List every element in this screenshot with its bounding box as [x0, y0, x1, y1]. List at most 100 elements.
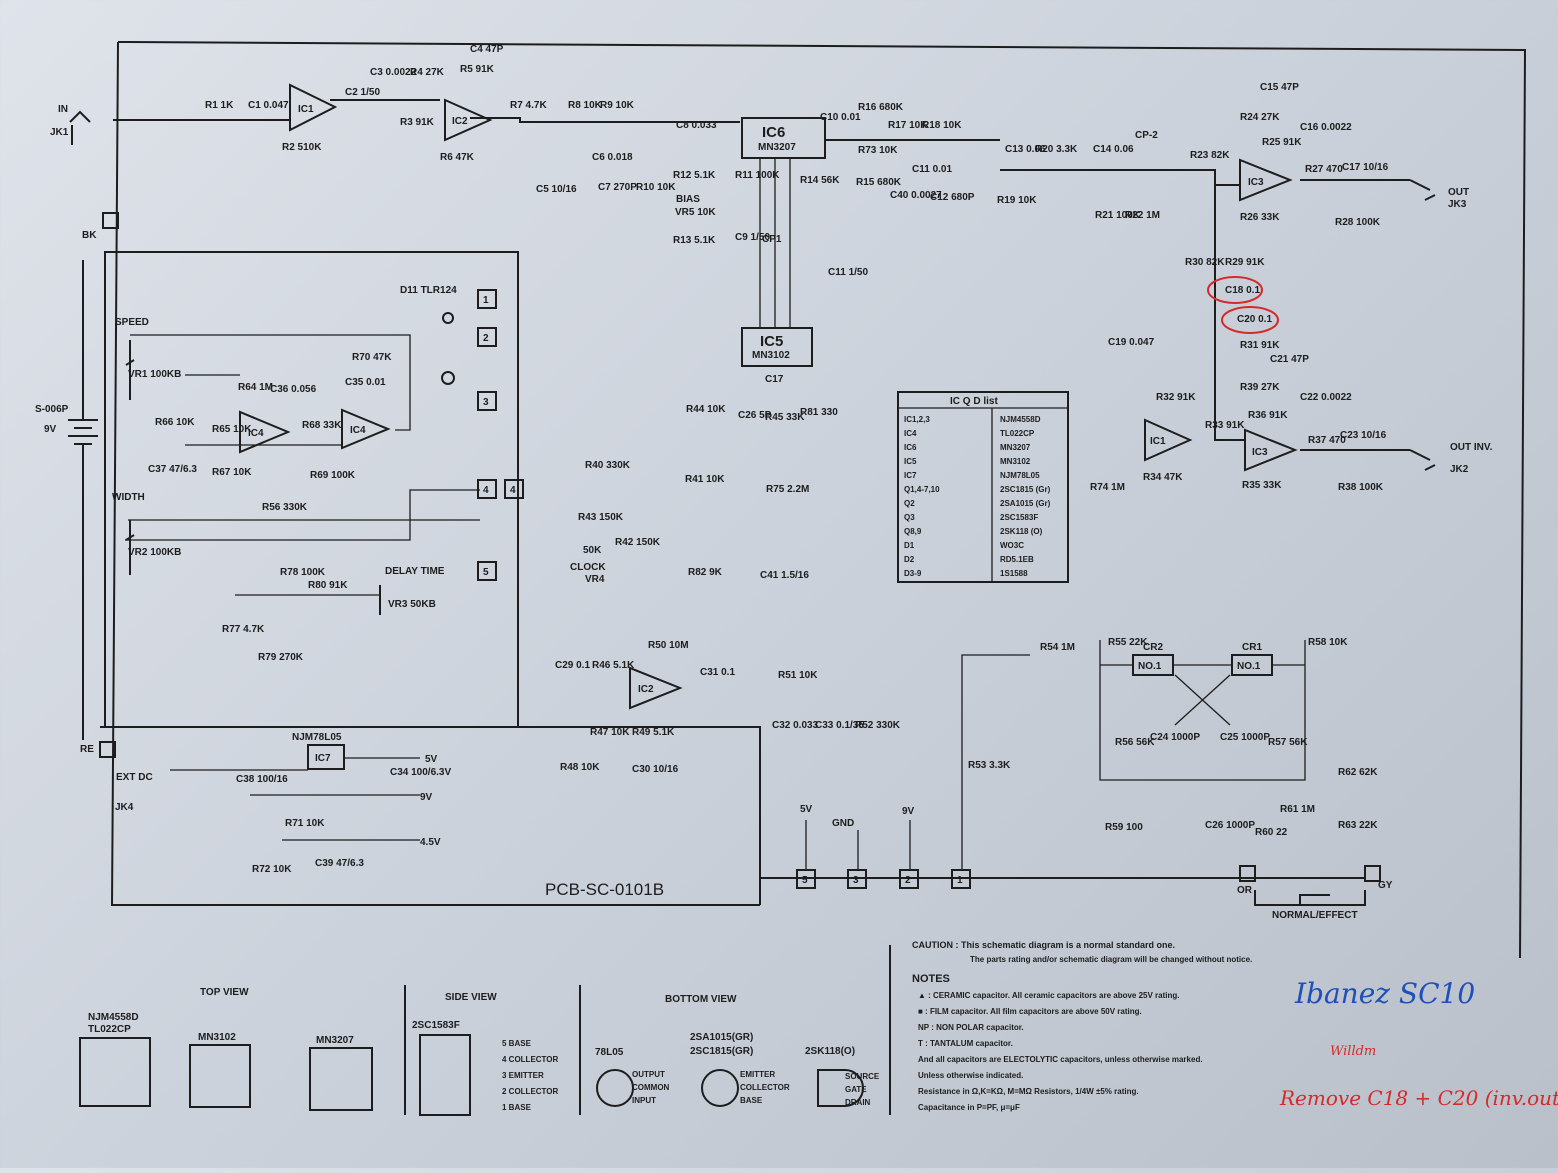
pcb-label: PCB-SC-0101B — [545, 880, 664, 899]
ic1-opamp-inv: IC1 — [1144, 418, 1193, 462]
flipflop-wiring — [1099, 640, 1306, 781]
svg-text:IC6: IC6 — [762, 124, 785, 141]
wire-re: RE — [80, 741, 116, 758]
label-c33: C33 0.1/35 — [815, 720, 864, 731]
label-c6: C6 0.018 — [592, 152, 633, 163]
label-c13: C13 0.06 — [1005, 144, 1046, 155]
label-r28: R28 100K — [1335, 217, 1381, 228]
label-r11: R11 100K — [735, 170, 780, 181]
handwritten-remove-note: Remove C18 + C20 (inv.out) — [1279, 1086, 1558, 1110]
svg-text:IC3: IC3 — [1252, 447, 1268, 458]
label-r65: R65 10K — [212, 424, 252, 435]
label-vr3: VR3 50KB — [388, 599, 436, 610]
label-c21: C21 47P — [1270, 354, 1309, 365]
ic3-opamp-out: IC3 — [1239, 158, 1293, 202]
label-r75: R75 2.2M — [766, 484, 809, 495]
label-c12: C12 680P — [930, 192, 975, 203]
label-9v-pin: 9V — [902, 806, 915, 817]
label-clock: CLOCK — [570, 562, 606, 573]
label-r9: R9 10K — [600, 100, 635, 111]
power-rails — [170, 757, 420, 841]
label-r45: R45 33K — [765, 412, 805, 423]
label-r57: R57 56K — [1268, 737, 1308, 748]
label-r56b: R56 56K — [1115, 737, 1155, 748]
wire-or: OR — [1237, 865, 1256, 896]
svg-text:GY: GY — [1378, 880, 1393, 891]
label-c40: C40 0.0027 — [890, 190, 942, 201]
svg-text:1 BASE: 1 BASE — [502, 1103, 532, 1112]
signal-line — [113, 99, 740, 123]
label-c9: C9 1/50 — [735, 232, 770, 243]
ic-list-part: NJM78L05 — [1000, 471, 1040, 480]
label-r35: R35 33K — [1242, 480, 1282, 491]
label-r1: R1 1K — [205, 100, 234, 111]
svg-text:2SC1815(GR): 2SC1815(GR) — [690, 1046, 753, 1057]
power-pin-wires — [805, 654, 1030, 870]
label-r69: R69 100K — [310, 470, 356, 481]
ic-list-ref: IC1,2,3 — [904, 415, 930, 424]
svg-text:2: 2 — [905, 875, 911, 886]
label-c10: C10 0.01 — [820, 112, 861, 123]
label-r43: R43 150K — [578, 512, 624, 523]
label-r63: R63 22K — [1338, 820, 1378, 831]
label-r74: R74 1M — [1090, 482, 1125, 493]
svg-text:CR1: CR1 — [1242, 642, 1262, 653]
label-vr5: VR5 10K — [675, 207, 716, 218]
label-r56: R56 330K — [262, 502, 308, 513]
label-speed: SPEED — [115, 317, 149, 328]
label-c26a: C26 5P — [738, 410, 772, 421]
power-pin-1: 1 — [951, 869, 971, 889]
svg-text:BK: BK — [82, 230, 97, 241]
svg-text:GATE: GATE — [845, 1085, 867, 1094]
label-bias: BIAS — [676, 194, 700, 205]
label-c31: C31 0.1 — [700, 667, 735, 678]
label-r34: R34 47K — [1143, 472, 1183, 483]
label-cp1: CP1 — [762, 234, 782, 245]
label-r72: R72 10K — [252, 864, 292, 875]
label-r46: R46 5.1K — [592, 660, 635, 671]
svg-text:The parts rating and/or schema: The parts rating and/or schematic diagra… — [970, 955, 1252, 964]
label-r26: R26 33K — [1240, 212, 1280, 223]
svg-text:OUT INV.: OUT INV. — [1450, 442, 1493, 453]
label-r37: R37 470 — [1308, 435, 1346, 446]
ic-list-ref: Q8,9 — [904, 527, 922, 536]
svg-text:TL022CP: TL022CP — [88, 1024, 131, 1035]
label-r29: R29 91K — [1225, 257, 1265, 268]
label-r5: R5 91K — [460, 64, 495, 75]
svg-text:COMMON: COMMON — [632, 1083, 670, 1092]
svg-text:BASE: BASE — [740, 1096, 763, 1105]
svg-text:IC2: IC2 — [638, 684, 654, 695]
svg-text:MN3102: MN3102 — [752, 350, 790, 361]
label-r22: R22 1M — [1125, 210, 1160, 221]
label-r82: R82 9K — [688, 567, 723, 578]
label-r61: R61 1M — [1280, 804, 1315, 815]
label-c19: C19 0.047 — [1108, 337, 1155, 348]
ic6-bbd: IC6 MN3207 — [741, 117, 826, 159]
connector-pin-3: 3 — [477, 391, 497, 411]
ic7-regulator: IC7 NJM78L05 — [292, 732, 345, 770]
label-r55: R55 22K — [1108, 637, 1148, 648]
lamp-terminal — [441, 371, 455, 385]
label-r36: R36 91K — [1248, 410, 1288, 421]
svg-text:3: 3 — [483, 397, 489, 408]
label-c37: C37 47/6.3 — [148, 464, 197, 475]
ic3-opamp-inv: IC3 — [1244, 428, 1298, 472]
svg-text:EXT DC: EXT DC — [116, 772, 153, 783]
svg-text:IC1: IC1 — [1150, 436, 1166, 447]
svg-text:1: 1 — [483, 295, 489, 306]
ic-list-part: NJM4558D — [1000, 415, 1041, 424]
label-r48: R48 10K — [560, 762, 600, 773]
ic-list-part: 2SK118 (O) — [1000, 527, 1043, 536]
ic-list-ref: D1 — [904, 541, 915, 550]
label-c11a: C11 0.01 — [912, 164, 952, 175]
label-r77: R77 4.7K — [222, 624, 265, 635]
svg-text:EMITTER: EMITTER — [740, 1070, 775, 1079]
label-r31: R31 91K — [1240, 340, 1280, 351]
svg-text:9V: 9V — [44, 424, 57, 435]
label-r58: R58 10K — [1308, 637, 1348, 648]
label-width: WIDTH — [112, 492, 145, 503]
label-c4: C4 47P — [470, 44, 504, 55]
wire-bk: BK — [82, 212, 119, 241]
